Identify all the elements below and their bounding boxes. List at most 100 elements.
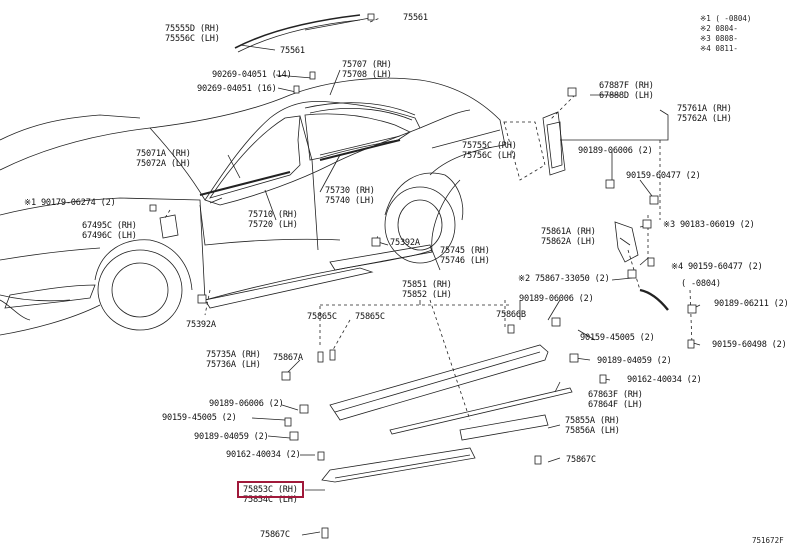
part-label-line1: 75867C [260, 530, 290, 540]
part-label-line1: 75555D (RH) [165, 24, 220, 34]
part-label-90162a[interactable]: 90162-40034 (2) [627, 375, 702, 385]
note-3: ※3 0808- [700, 34, 738, 43]
note-1: ※1 ( -0804) [700, 14, 752, 23]
part-label-75071[interactable]: 75071A (RH)75072A (LH) [136, 149, 191, 169]
part-label-90189_6211[interactable]: 90189-06211 (2) [714, 299, 789, 309]
part-label-90189_6006c[interactable]: 90189-06006 (2) [209, 399, 284, 409]
part-label-75867c1[interactable]: 75867C [566, 455, 596, 465]
part-label-67863[interactable]: 67863F (RH)67864F (LH) [588, 390, 643, 410]
note-4: ※4 0811- [700, 44, 738, 53]
part-label-90159_60477b[interactable]: ※4 90159-60477 (2) [671, 262, 763, 272]
part-label-line1: 75561 [280, 46, 305, 56]
part-label-line1: 75735A (RH) [206, 350, 261, 360]
part-label-75861[interactable]: 75861A (RH)75862A (LH) [541, 227, 596, 247]
rocker-panel [329, 344, 549, 421]
part-label-line1: ※1 90179-06274 (2) [24, 198, 116, 208]
part-label-line1: 75755C (RH) [462, 141, 517, 151]
part-label-line1: 75851 (RH) [402, 280, 452, 290]
part-label-90162b[interactable]: 90162-40034 (2) [226, 450, 301, 460]
part-label-line1: 75761A (RH) [677, 104, 732, 114]
part-label-line2: 75852 (LH) [402, 290, 452, 300]
part-label-line1: 90189-06006 (2) [578, 146, 653, 156]
part-label-line1: 90189-04059 (2) [194, 432, 269, 442]
part-label-line2: 75862A (LH) [541, 237, 596, 247]
part-label-line2: 75854C (LH) [243, 495, 298, 505]
part-label-line1: 90159-45005 (2) [580, 333, 655, 343]
note-2: ※2 0804- [700, 24, 738, 33]
part-label-line1: 90189-06211 (2) [714, 299, 789, 309]
part-label-line2: 75740 (LH) [325, 196, 375, 206]
part-label-67887[interactable]: 67887F (RH)67888D (LH) [599, 81, 654, 101]
part-label-line2: 75072A (LH) [136, 159, 191, 169]
part-label-75865a[interactable]: 75865C [307, 312, 337, 322]
part-label-line1: 90189-06006 (2) [519, 294, 594, 304]
part-label-75867c2[interactable]: 75867C [260, 530, 290, 540]
part-label-line1: 75730 (RH) [325, 186, 375, 196]
part-label-line1: ( -0804) [681, 279, 721, 289]
part-label-90189_4059a[interactable]: 90189-04059 (2) [597, 356, 672, 366]
part-label-67495[interactable]: 67495C (RH)67496C (LH) [82, 221, 137, 241]
part-label-line1: 75861A (RH) [541, 227, 596, 237]
part-label-line1: ※4 90159-60477 (2) [671, 262, 763, 272]
part-label-90269b[interactable]: 90269-04051 (16) [197, 84, 277, 94]
part-label-90269a[interactable]: 90269-04051 (14) [212, 70, 292, 80]
part-label-90159_45005a[interactable]: 90159-45005 (2) [580, 333, 655, 343]
part-label-line2: 75556C (LH) [165, 34, 220, 44]
reference-code: 751672F [752, 536, 784, 545]
part-label-line1: 90162-40034 (2) [627, 375, 702, 385]
part-label-75730[interactable]: 75730 (RH)75740 (LH) [325, 186, 375, 206]
car-body-drawing [0, 14, 506, 336]
part-label-75707[interactable]: 75707 (RH)75708 (LH) [342, 60, 392, 80]
part-label-90183[interactable]: ※3 90183-06019 (2) [663, 220, 755, 230]
part-label-75866[interactable]: 75866B [496, 310, 526, 320]
part-label-line1: ※2 75867-33050 (2) [518, 274, 610, 284]
part-label-line1: 75561 [403, 13, 428, 23]
part-label-75561a[interactable]: 75561 [403, 13, 428, 23]
part-label-90189_4059b[interactable]: 90189-04059 (2) [194, 432, 269, 442]
part-label-90179[interactable]: ※1 90179-06274 (2) [24, 198, 116, 208]
part-label-line2: 67496C (LH) [82, 231, 137, 241]
part-label-line2: 67864F (LH) [588, 400, 643, 410]
part-label-90189_6006b[interactable]: 90189-06006 (2) [519, 294, 594, 304]
part-label-line2: 75708 (LH) [342, 70, 392, 80]
part-label-75710[interactable]: 75710 (RH)75720 (LH) [248, 210, 298, 230]
part-label-line1: 75867A [273, 353, 303, 363]
part-label-90159_60477a[interactable]: 90159-60477 (2) [626, 171, 701, 181]
part-label-75865b[interactable]: 75865C [355, 312, 385, 322]
part-label-90189_6006a[interactable]: 90189-06006 (2) [578, 146, 653, 156]
part-label-line1: 90159-60477 (2) [626, 171, 701, 181]
part-label-line1: 75745 (RH) [440, 246, 490, 256]
part-label-75761[interactable]: 75761A (RH)75762A (LH) [677, 104, 732, 124]
part-label-75392b[interactable]: 75392A [186, 320, 216, 330]
part-label-line1: 90189-04059 (2) [597, 356, 672, 366]
part-label-75755[interactable]: 75755C (RH)75756C (LH) [462, 141, 517, 161]
part-label-75851[interactable]: 75851 (RH)75852 (LH) [402, 280, 452, 300]
part-label-line1: 75867C [566, 455, 596, 465]
part-label-line2: 75720 (LH) [248, 220, 298, 230]
part-label-line2: 75762A (LH) [677, 114, 732, 124]
part-label-75745[interactable]: 75745 (RH)75746 (LH) [440, 246, 490, 266]
part-label-75561b[interactable]: 75561 [280, 46, 305, 56]
part-label-line2: 75756C (LH) [462, 151, 517, 161]
part-label-75867a[interactable]: 75867A [273, 353, 303, 363]
part-label-75735[interactable]: 75735A (RH)75736A (LH) [206, 350, 261, 370]
part-label-line1: 90162-40034 (2) [226, 450, 301, 460]
part-label-75392a[interactable]: 75392A [390, 238, 420, 248]
part-label-0804[interactable]: ( -0804) [681, 279, 721, 289]
part-label-line1: 67863F (RH) [588, 390, 643, 400]
part-label-90159_45005b[interactable]: 90159-45005 (2) [162, 413, 237, 423]
pillar-garnish [542, 111, 566, 176]
part-label-line1: 90269-04051 (16) [197, 84, 277, 94]
part-label-line1: 75853C (RH) [243, 485, 298, 495]
part-label-line1: 75392A [390, 238, 420, 248]
part-label-75855[interactable]: 75855A (RH)75856A (LH) [565, 416, 620, 436]
part-label-75555d[interactable]: 75555D (RH)75556C (LH) [165, 24, 220, 44]
part-label-line1: 75865C [307, 312, 337, 322]
part-label-line1: 75865C [355, 312, 385, 322]
part-label-75853[interactable]: 75853C (RH)75854C (LH) [243, 485, 298, 505]
part-label-75867_33050[interactable]: ※2 75867-33050 (2) [518, 274, 610, 284]
part-label-line1: 90189-06006 (2) [209, 399, 284, 409]
part-label-line1: 75855A (RH) [565, 416, 620, 426]
part-label-line1: 67887F (RH) [599, 81, 654, 91]
part-label-90159_60498[interactable]: 90159-60498 (2) [712, 340, 787, 350]
